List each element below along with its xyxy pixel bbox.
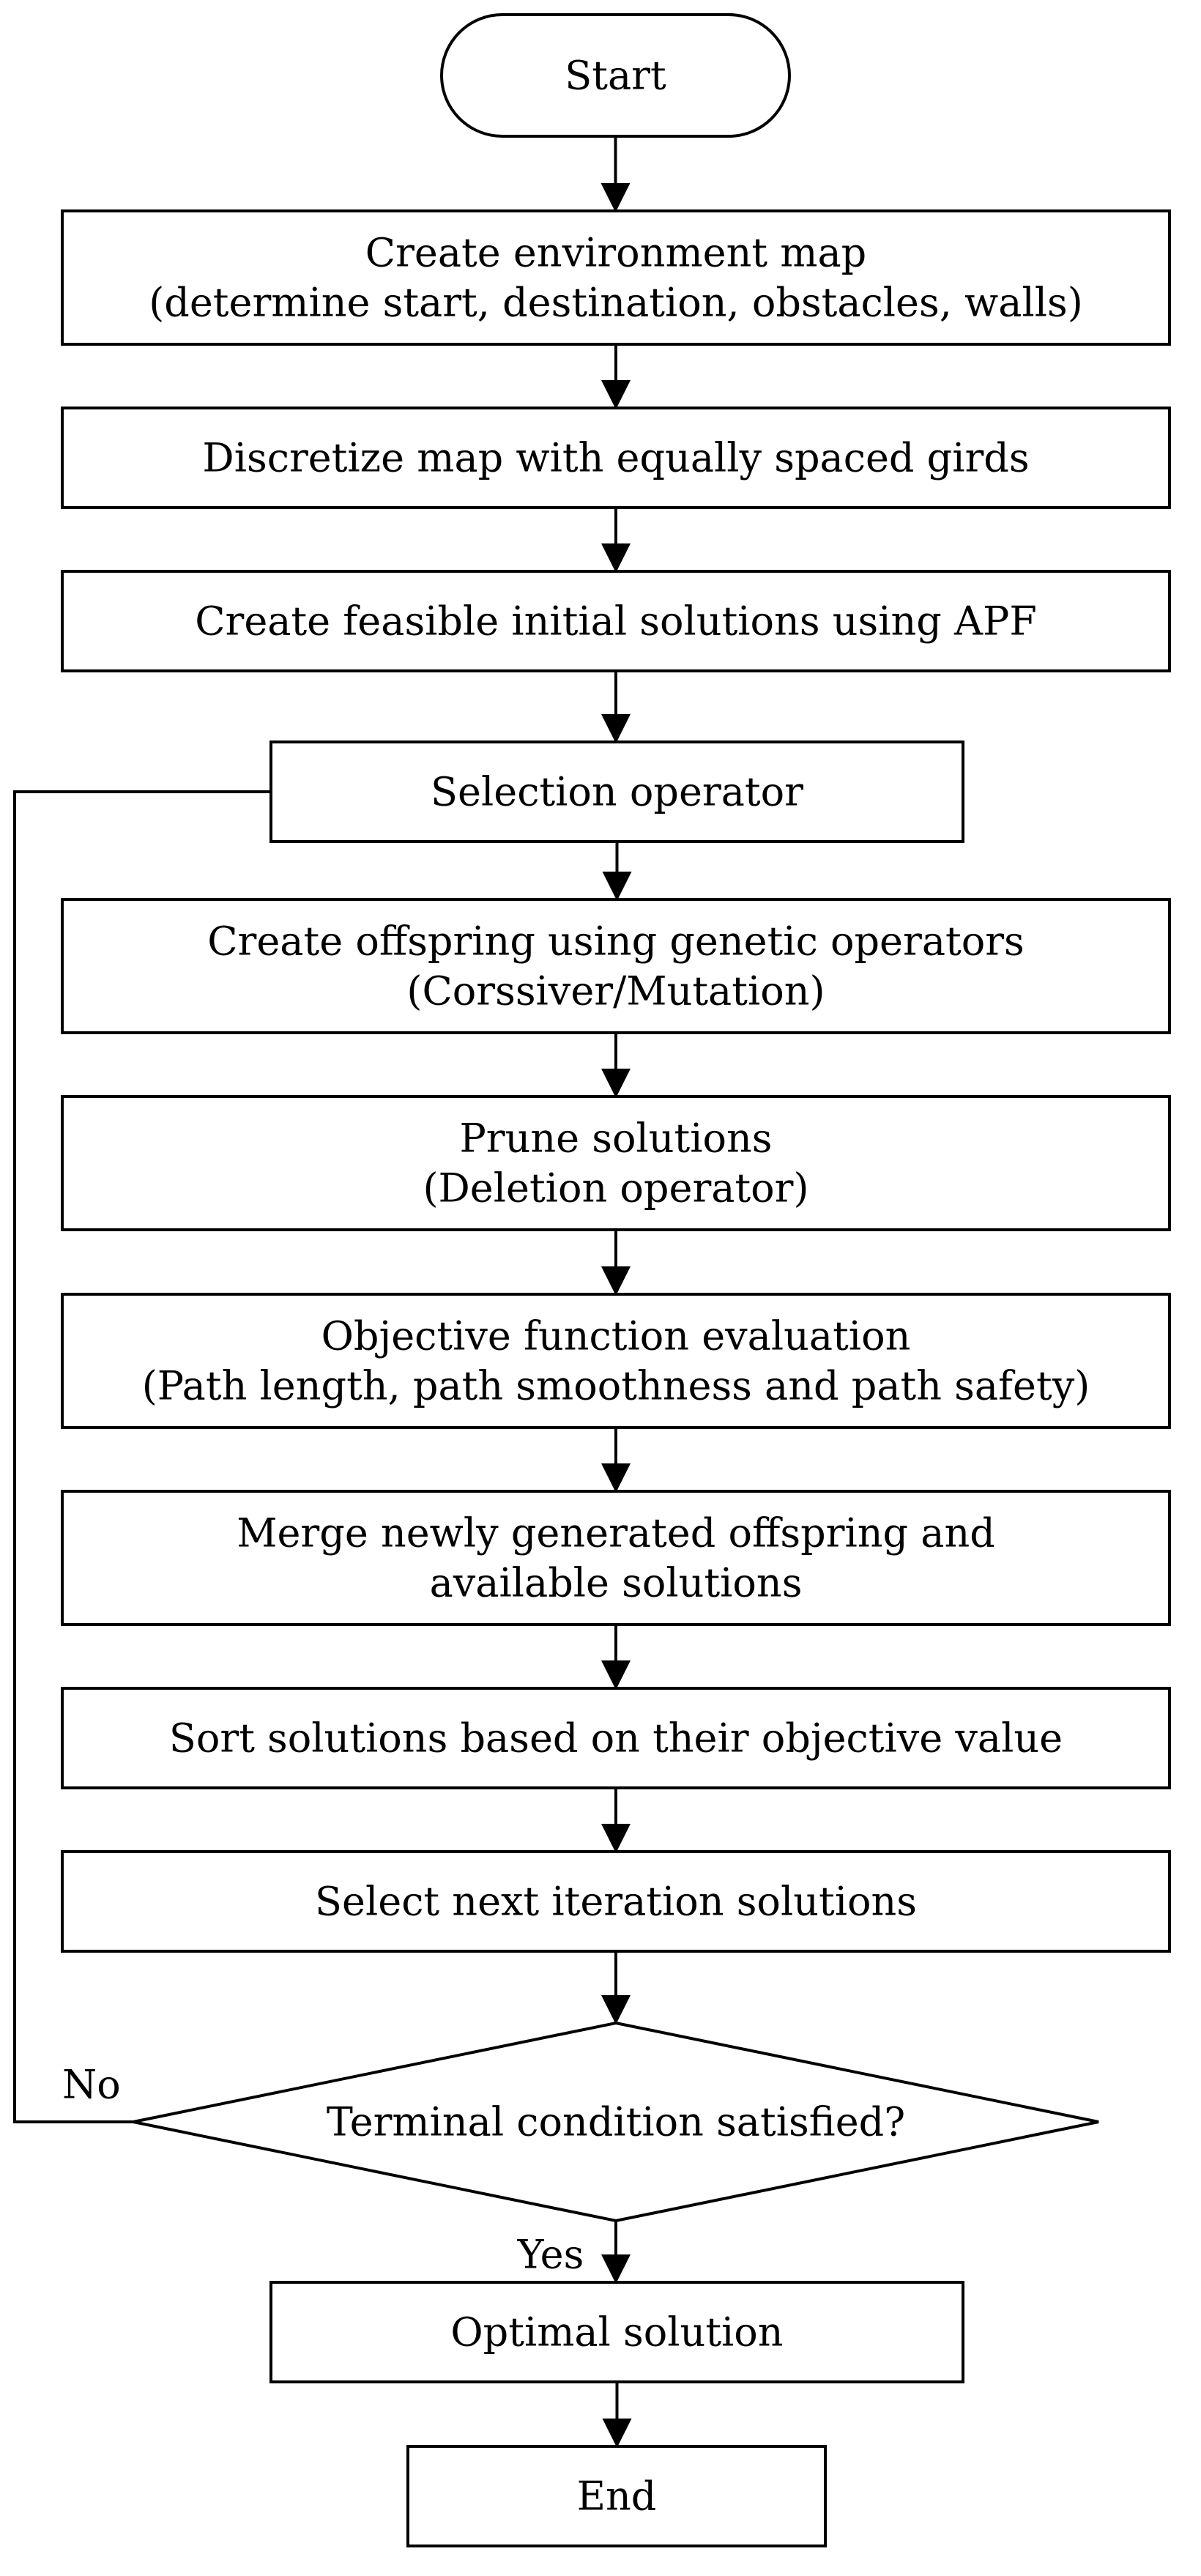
node-label: Create environment map [365,230,867,276]
node-label: (Path length, path smoothness and path s… [142,1363,1090,1409]
node-label: Start [565,53,666,99]
node-initial-solutions: Create feasible initial solutions using … [61,570,1171,672]
node-label: Sort solutions based on their objective … [169,1715,1063,1762]
process-box [61,209,1171,346]
node-label: (Deletion operator) [423,1165,808,1211]
node-merge: Merge newly generated offspring andavail… [61,1490,1171,1626]
node-label: Optimal solution [450,2309,783,2356]
node-label: Discretize map with equally spaced girds [202,435,1029,481]
node-prune: Prune solutions(Deletion operator) [61,1095,1171,1231]
process-box [269,2281,964,2383]
node-start: Start [440,13,791,138]
node-label: Selection operator [431,769,803,815]
process-box [269,740,964,843]
node-label: available solutions [430,1560,803,1606]
node-optimal: Optimal solution [269,2281,964,2383]
process-box [61,570,1171,672]
node-end: End [406,2445,827,2547]
process-box [406,2445,827,2547]
process-box [61,1293,1171,1429]
terminal-shape [440,13,791,138]
process-box [61,1850,1171,1953]
node-label: Select next iteration solutions [315,1879,917,1925]
node-label: Merge newly generated offspring and [237,1510,995,1556]
node-create-map: Create environment map(determine start, … [61,209,1171,346]
node-select-next: Select next iteration solutions [61,1850,1171,1953]
node-label: Create feasible initial solutions using … [195,598,1037,645]
edge-label-no: No [62,2062,121,2108]
node-selection: Selection operator [269,740,964,843]
process-box [61,1687,1171,1789]
node-label: (Corssiver/Mutation) [406,968,825,1014]
node-sort: Sort solutions based on their objective … [61,1687,1171,1789]
node-label: Terminal condition satisfied? [327,2099,905,2145]
node-offspring: Create offspring using genetic operators… [61,898,1171,1034]
process-box [61,1095,1171,1231]
node-objective: Objective function evaluation(Path lengt… [61,1293,1171,1429]
node-label: (determine start, destination, obstacles… [149,280,1083,326]
node-discretize: Discretize map with equally spaced girds [61,407,1171,509]
loop-back-connector [13,790,271,2123]
node-label: Objective function evaluation [321,1313,911,1359]
node-terminal-check: Terminal condition satisfied? [133,2021,1099,2223]
process-box [61,1490,1171,1626]
node-label: End [577,2473,657,2520]
edge-label-yes: Yes [517,2232,584,2278]
decision-diamond [133,2021,1099,2223]
process-box [61,898,1171,1034]
node-label: Create offspring using genetic operators [207,918,1025,965]
process-box [61,407,1171,509]
node-label: Prune solutions [459,1116,772,1162]
